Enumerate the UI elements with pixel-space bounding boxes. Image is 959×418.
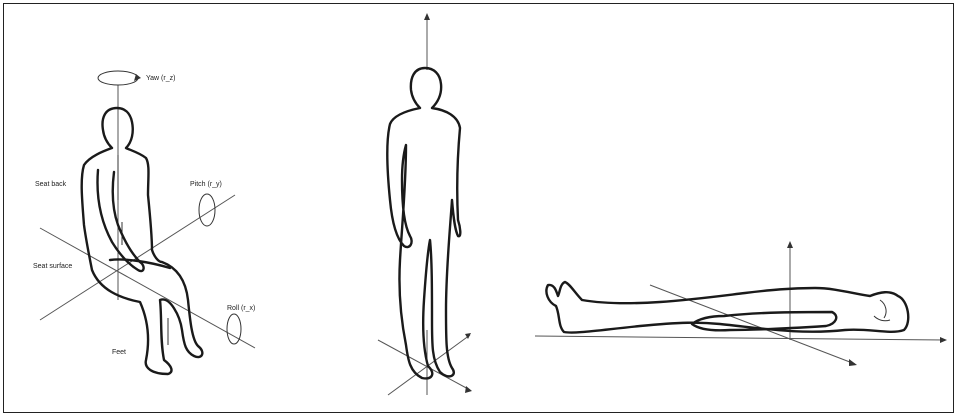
standing-z-arrowhead [424,13,430,20]
seated-arm [98,170,144,271]
label-seat-back: Seat back [35,181,67,188]
standing-y-axis [388,335,470,395]
lying-x-arrowhead [940,337,947,343]
roll-rotation-arrow [227,314,241,344]
lying-x-axis [535,336,945,340]
label-yaw: Yaw (r_z) [146,75,175,82]
lying-z-arrowhead [787,241,793,248]
seated-figure: Yaw (r_z) Seat back Pitch (r_y) Seat sur… [33,71,255,374]
pitch-rotation-arrow [199,194,215,226]
lying-arm [692,312,836,330]
standing-figure [378,13,472,395]
label-roll: Roll (r_x) [227,305,255,312]
standing-x-arrowhead [465,386,472,393]
lying-figure [535,241,947,366]
label-feet: Feet [112,349,126,356]
label-pitch: Pitch (r_y) [190,181,222,188]
seated-body-outline [82,108,203,374]
lying-body-outline [546,282,908,333]
lying-y-arrowhead [849,359,857,366]
lying-face [874,300,890,321]
standing-body-outline [387,68,460,378]
yaw-rotation-arrow [98,71,138,85]
lying-y-axis [650,285,855,364]
label-seat-surface: Seat surface [33,263,72,270]
